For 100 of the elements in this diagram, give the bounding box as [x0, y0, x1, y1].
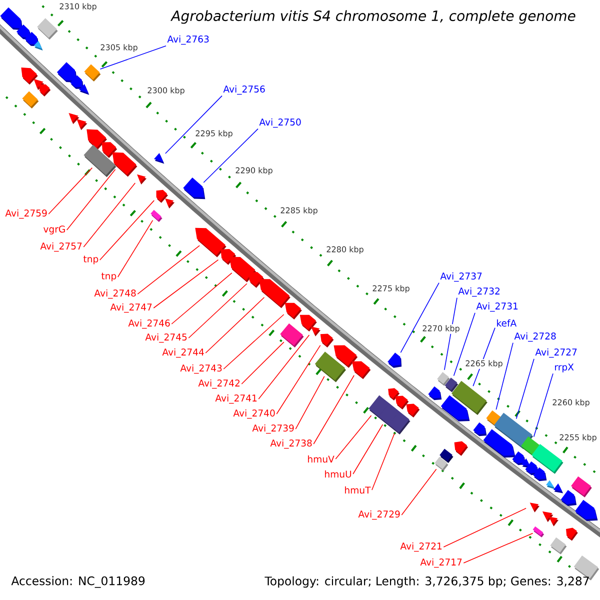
leader-line: [444, 297, 458, 370]
gene-label: Avi_2742: [198, 379, 240, 389]
gene-block: [284, 302, 302, 320]
gene-block: [300, 314, 317, 332]
leader-line: [165, 95, 222, 154]
gene-label: Avi_2743: [180, 364, 222, 374]
gene-block: [553, 483, 564, 494]
gene-block: [68, 112, 80, 124]
gene-box: [280, 323, 304, 348]
gene-block: [406, 404, 420, 418]
leader-line: [496, 342, 514, 410]
gene-block: [183, 177, 206, 200]
scale-label: 2300 kbp: [146, 86, 186, 96]
gene-label: Avi_2744: [162, 348, 204, 358]
gene-block: [70, 75, 84, 89]
gene-box: [532, 444, 564, 474]
leader-line: [153, 259, 219, 308]
gene-box: [532, 526, 544, 538]
title: Agrobacterium vitis S4 chromosome 1, complete genome: [170, 10, 576, 24]
scale-label: 2275 kbp: [371, 284, 411, 294]
gene-label: Avi_2727: [535, 348, 577, 358]
gene-block: [575, 500, 598, 521]
leader-line: [258, 334, 310, 400]
scale-label: 2270 kbp: [421, 324, 461, 334]
leader-line: [188, 283, 248, 338]
gene-box: [571, 476, 592, 498]
gene-label: Avi_2729: [358, 510, 400, 520]
gene-box: [84, 64, 101, 82]
leader-line: [295, 376, 325, 430]
gene-label: Avi_2748: [94, 289, 136, 299]
gene-label: Avi_2747: [110, 303, 152, 313]
leader-line: [313, 374, 354, 444]
gene-label: hmuT: [345, 486, 371, 494]
leader-line: [83, 182, 136, 248]
leader-line: [352, 424, 384, 474]
leader-line: [99, 200, 155, 260]
gene-label: Avi_2728: [514, 332, 556, 342]
gene-block: [454, 441, 468, 456]
gene-label: rrpX: [555, 364, 574, 372]
leader-line: [453, 312, 476, 376]
leader-line: [276, 344, 321, 414]
gene-block: [165, 198, 175, 208]
gene-block: [566, 528, 578, 541]
leader-line: [100, 45, 166, 70]
gene-block: [533, 467, 547, 482]
gene-block: [137, 174, 147, 184]
gene-box: [37, 18, 58, 40]
gene-box: [150, 210, 162, 222]
gene-block: [195, 228, 226, 258]
leader-line: [463, 532, 534, 564]
leader-line: [205, 296, 265, 354]
leader-line: [533, 373, 554, 438]
gene-label: hmuV: [308, 455, 334, 463]
gene-block: [560, 490, 577, 506]
gene-block: [78, 84, 90, 95]
gene-label: kefA: [497, 319, 517, 327]
gene-label: Avi_2740: [233, 409, 275, 419]
gene-block: [259, 279, 290, 308]
gene-block: [34, 40, 43, 51]
gene-box: [451, 380, 488, 415]
gene-block: [56, 62, 78, 83]
gene-block: [546, 480, 556, 490]
leader-line: [401, 468, 437, 516]
gene-box: [550, 537, 567, 554]
scale-label: 2295 kbp: [194, 129, 234, 139]
gene-label: Avi_2732: [458, 287, 500, 297]
gene-block: [395, 396, 409, 410]
leader-line: [203, 128, 258, 183]
scale-label: 2310 kbp: [58, 2, 98, 12]
gene-label: Avi_2721: [400, 542, 442, 552]
gene-label: Avi_2757: [40, 242, 82, 252]
gene-block: [428, 386, 442, 400]
leader-line: [400, 282, 440, 353]
scale-label: 2290 kbp: [234, 166, 274, 176]
gene-label: Avi_2763: [167, 35, 209, 45]
gene-label: hmuU: [325, 470, 352, 478]
gene-block: [473, 422, 487, 436]
gene-box: [434, 456, 448, 472]
scale-label: 2305 kbp: [99, 43, 139, 53]
scale-label: 2285 kbp: [279, 206, 319, 216]
gene-block: [0, 7, 23, 30]
gene-block: [530, 502, 540, 512]
gene-label: Avi_2759: [5, 209, 47, 219]
gene-block: [154, 153, 164, 164]
genome-info-text: Topology: circular; Length: 3,726,375 bp; Genes: 3,287: [264, 576, 589, 588]
gene-block: [39, 84, 51, 96]
gene-block: [310, 326, 321, 336]
gene-block: [21, 68, 38, 85]
gene-box: [22, 91, 39, 109]
gene-box: [388, 411, 410, 434]
gene-label: vgrG: [43, 226, 65, 234]
leader-line: [171, 272, 232, 324]
gene-block: [320, 334, 334, 348]
gene-block: [334, 345, 358, 368]
gene-label: Avi_2746: [128, 319, 170, 329]
scale-label: 2260 kbp: [551, 398, 591, 408]
gene-block: [352, 361, 371, 380]
gene-block: [483, 429, 516, 458]
scale-label: 2265 kbp: [464, 359, 504, 369]
gene-label: tnp: [83, 256, 98, 264]
